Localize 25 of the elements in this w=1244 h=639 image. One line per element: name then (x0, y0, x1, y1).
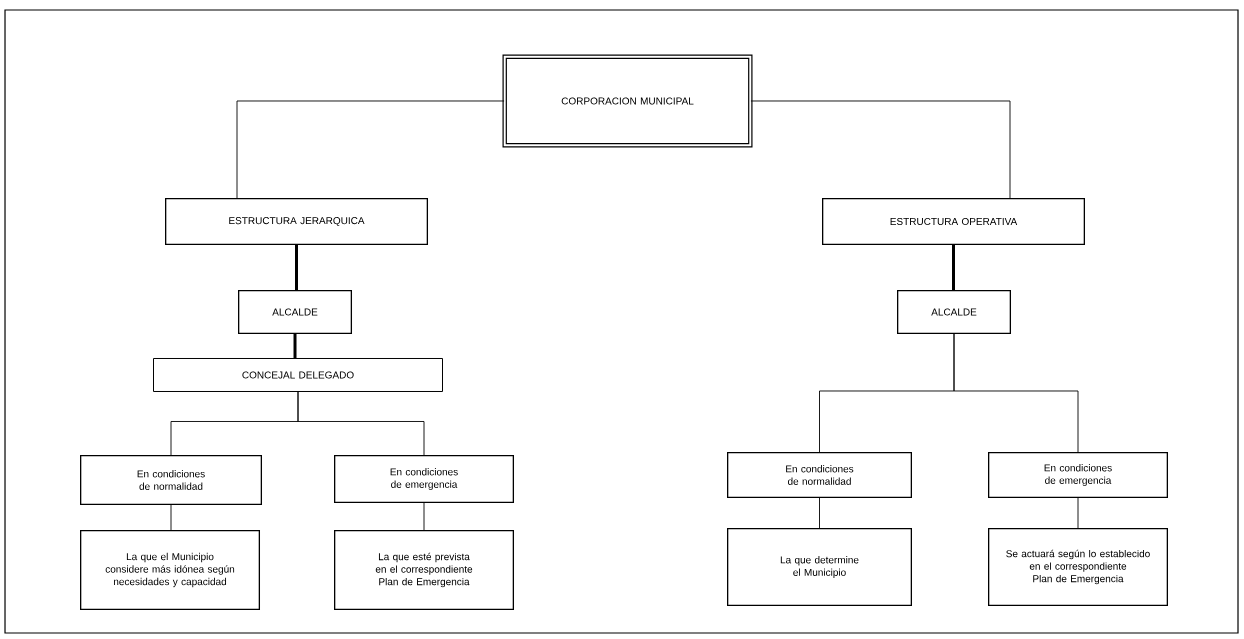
description-box: La que determine el Municipio (727, 528, 912, 606)
connector-line (423, 502, 425, 531)
connector-line (236, 100, 505, 199)
org-box: ESTRUCTURA JERARQUICA (165, 198, 428, 245)
org-box: ALCALDE (897, 290, 1011, 334)
connector-line (293, 334, 297, 358)
description-box: La que el Municipio considere más idónea según necesidades y capacidad (80, 530, 260, 610)
org-box: ESTRUCTURA OPERATIVA (822, 198, 1085, 245)
connector-line (1077, 497, 1079, 529)
connector-line (819, 497, 820, 529)
org-box: CONCEJAL DELEGADO (153, 358, 443, 392)
connector-line (953, 333, 1079, 453)
title-box: CORPORACION MUNICIPAL (502, 54, 753, 148)
connector-line (297, 391, 425, 456)
org-box: En condiciones de normalidad (80, 455, 262, 505)
description-box: Se actuará según lo establecido en el correspondiente Plan de Emergencia (988, 528, 1168, 606)
connector-line (295, 245, 298, 290)
org-box: En condiciones de normalidad (727, 452, 912, 498)
connector-line (952, 245, 955, 290)
description-box: La que esté prevista en el correspondiente Plan de Emergencia (334, 530, 514, 610)
org-box: ALCALDE (238, 290, 352, 334)
connector-line (750, 100, 1011, 199)
connector-line (170, 504, 172, 531)
org-box: En condiciones de emergencia (988, 452, 1168, 498)
org-box: En condiciones de emergencia (334, 455, 514, 503)
